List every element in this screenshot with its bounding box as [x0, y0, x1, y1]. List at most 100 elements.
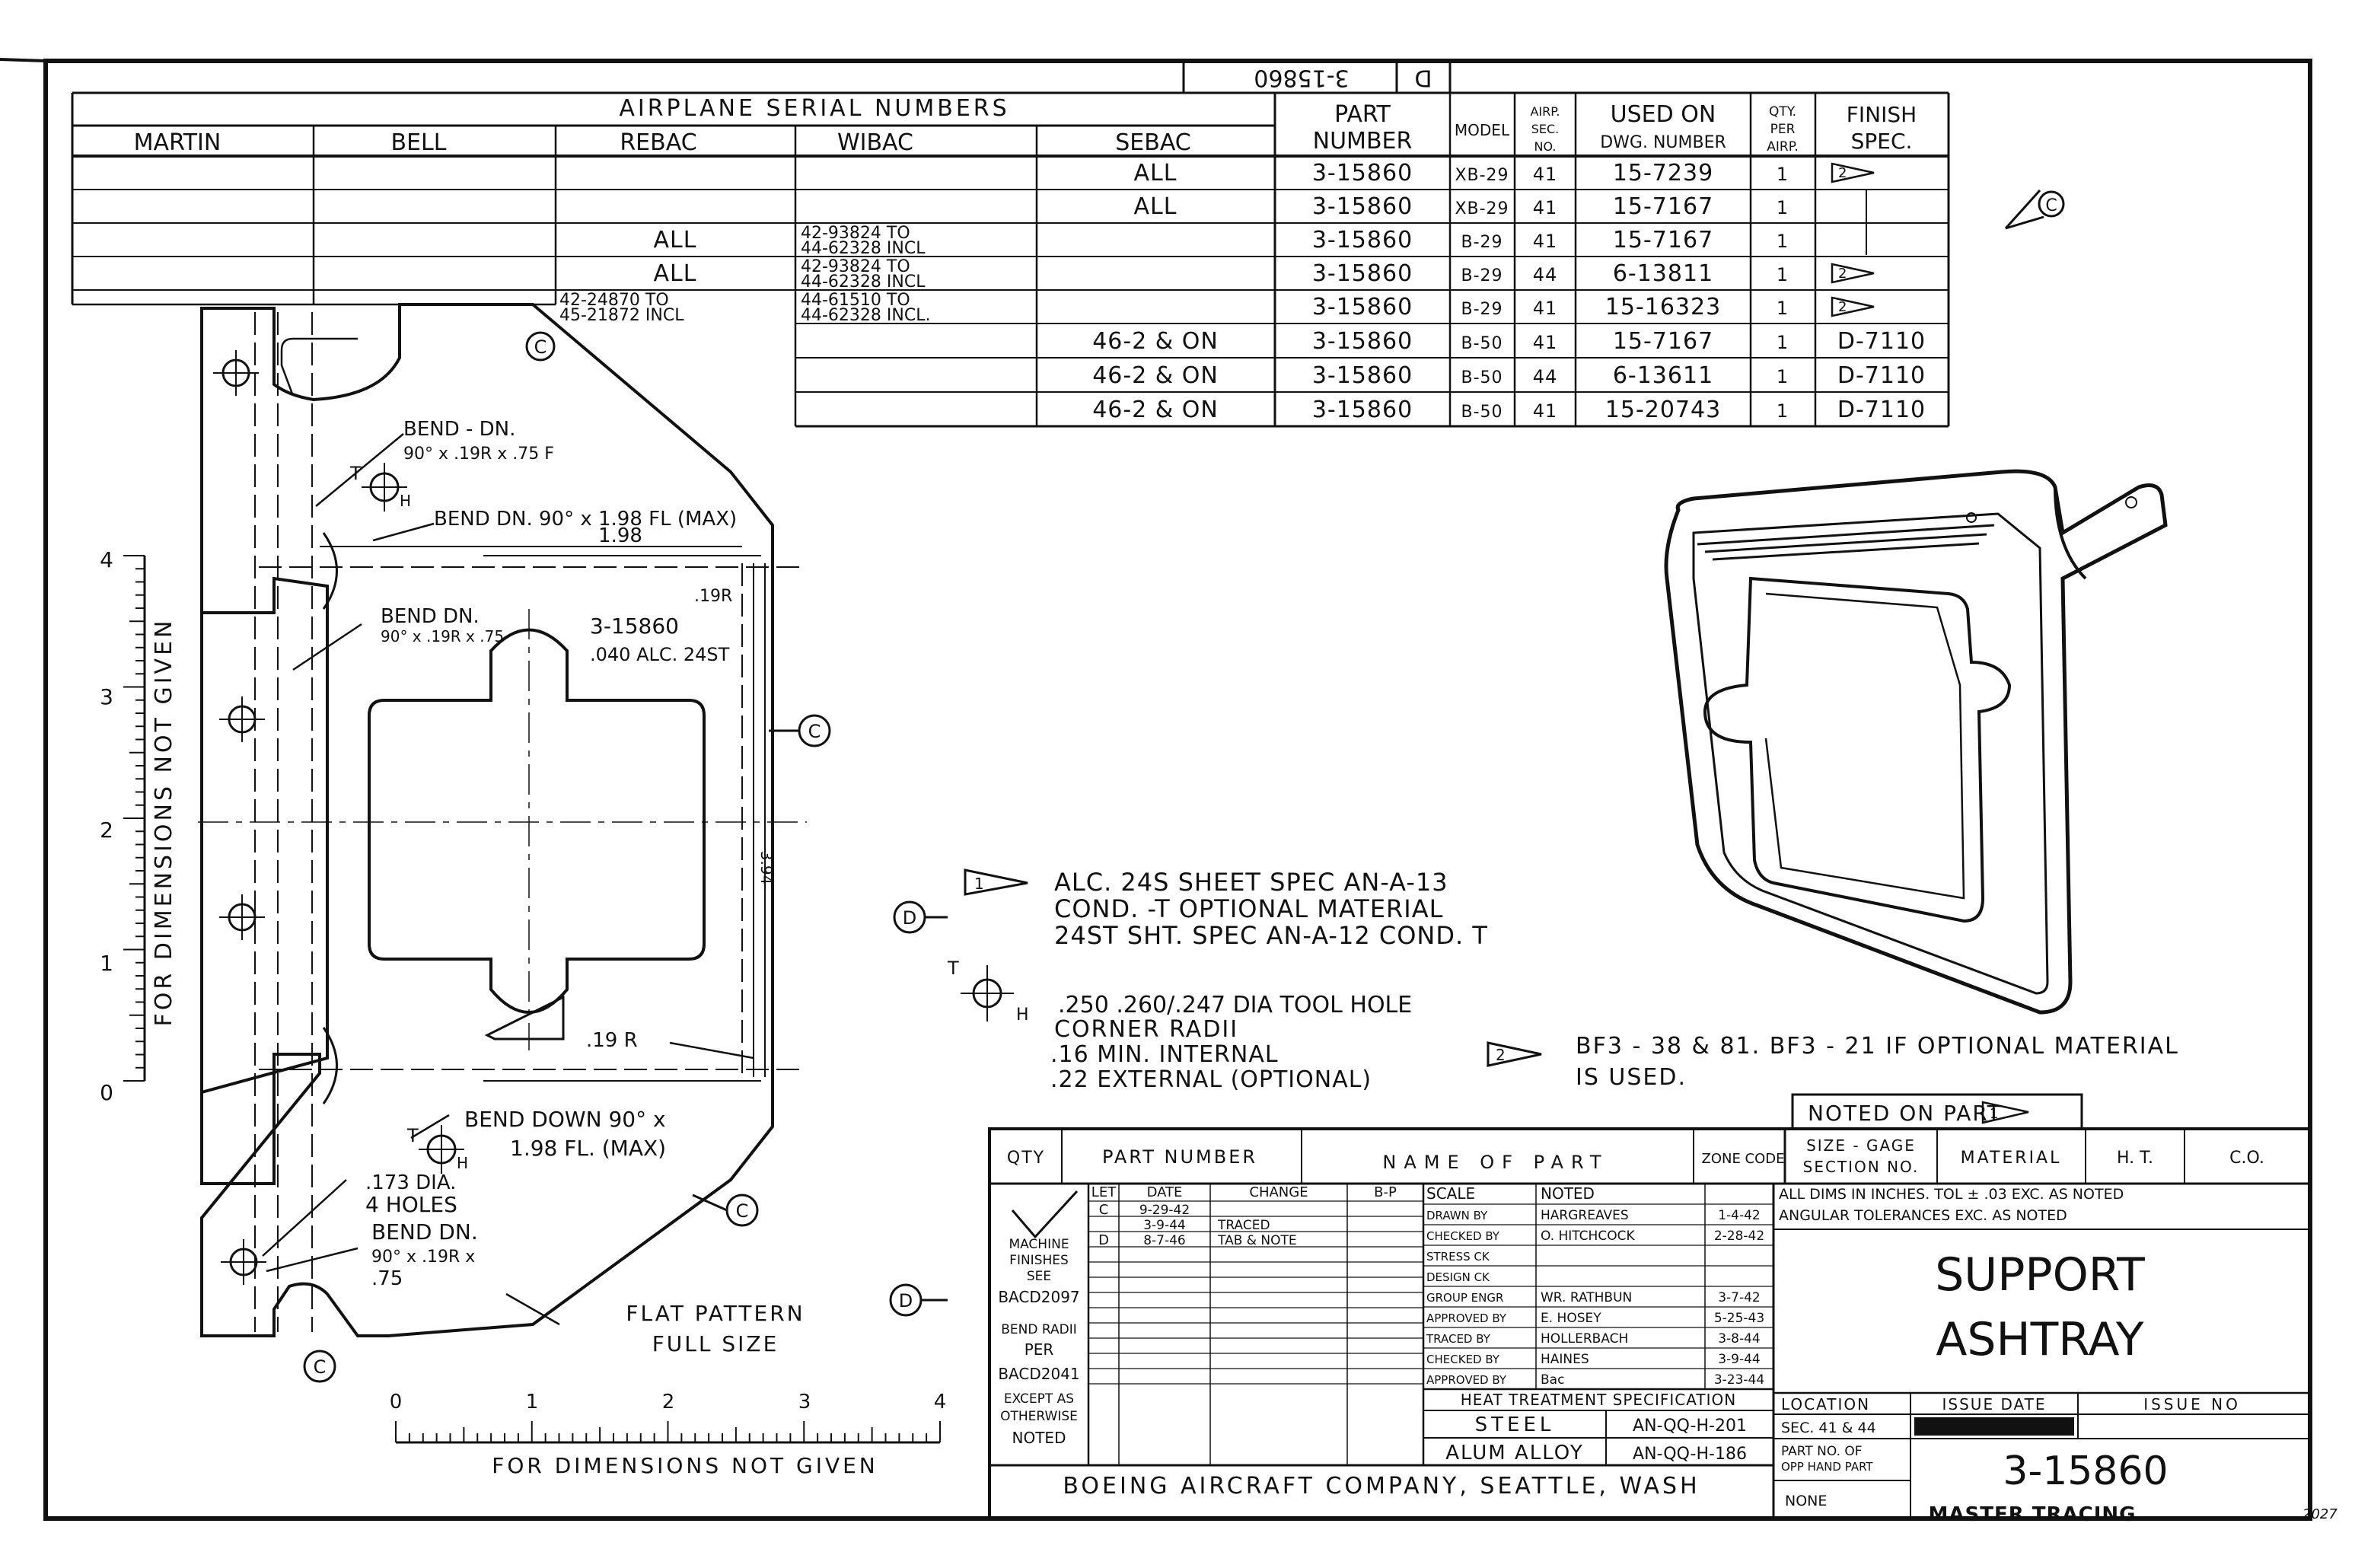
flat-pattern-view: T H T H C C C C BEND - [198, 303, 831, 1383]
master-tracing: MASTER TRACING [1928, 1503, 2136, 1526]
serial-numbers-header: AIRPLANE SERIAL NUMBERS [619, 95, 1009, 122]
serial-cell: 41 [1533, 164, 1558, 185]
serial-cell: 41 [1533, 197, 1558, 218]
serial-cell: D-7110 [1837, 328, 1926, 355]
rev-date: 9-29-42 [1139, 1203, 1190, 1218]
approval-role: STRESS CK [1426, 1250, 1490, 1264]
tool-hole-legend-icon: T H [947, 958, 1029, 1025]
serial-cell: ALL [1134, 160, 1178, 186]
serial-cell: ALL [1134, 193, 1178, 220]
h-tick-2: 2 [662, 1391, 675, 1413]
tb-part-number: PART NUMBER [1102, 1146, 1257, 1168]
col-header-rebac: REBAC [620, 129, 696, 156]
serial-cell: 1 [1777, 366, 1789, 387]
serial-cell: 45-21872 INCL [559, 306, 684, 325]
serial-cell: 6-13611 [1613, 362, 1713, 389]
col-header-used-on-2: DWG. NUMBER [1600, 133, 1726, 152]
radius-bottom: .19 R [586, 1029, 638, 1052]
tool-hole-note-3: .16 MIN. INTERNAL [1050, 1041, 1279, 1068]
serial-cell: D-7110 [1837, 397, 1926, 423]
col-header-bell: BELL [391, 129, 447, 156]
serial-cell: 1 [1777, 400, 1789, 422]
approval-role: APPROVED BY [1426, 1311, 1507, 1325]
bend-note-5b: 90° x .19R x [371, 1248, 475, 1267]
serial-cell: 42-93824 TO [801, 224, 910, 243]
col-header-model: MODEL [1455, 121, 1510, 139]
part-title-line-1: SUPPORT [1935, 1248, 2145, 1302]
serial-cell: 42-24870 TO [559, 291, 669, 310]
serial-cell: XB-29 [1455, 166, 1509, 185]
serial-cell: B-50 [1461, 334, 1503, 353]
except-noted-3: NOTED [1012, 1429, 1066, 1447]
tb-ht: H. T. [2117, 1149, 2153, 1168]
bend-note-4a: BEND DOWN 90° x [464, 1107, 666, 1132]
serial-cell: 1 [1777, 332, 1789, 353]
view-marker-c-table-letter: C [2045, 196, 2057, 215]
approval-date: 3-23-44 [1714, 1372, 1764, 1388]
mount-holes [213, 350, 266, 1285]
issue-no-label: ISSUE NO [2143, 1395, 2241, 1413]
serial-cell: B-29 [1461, 233, 1503, 252]
col-header-airp-sec-2: SEC. [1531, 122, 1560, 136]
serial-cell: 44-62328 INCL [801, 272, 926, 292]
note-2-line-2: IS USED. [1576, 1064, 1687, 1091]
flat-pattern-outline [200, 303, 774, 1337]
serial-cell: 15-7167 [1613, 193, 1713, 220]
approval-role: CHECKED BY [1426, 1229, 1500, 1243]
approval-date: 3-9-44 [1718, 1352, 1761, 1367]
bend-radii-3: BACD2041 [998, 1365, 1079, 1383]
window-cutout [368, 628, 706, 1014]
rev-header-bp: B-P [1374, 1184, 1397, 1200]
issue-date-label: ISSUE DATE [1942, 1395, 2047, 1413]
col-header-part-number-2: NUMBER [1313, 128, 1413, 155]
note-1-line-3: 24ST SHT. SPEC AN-A-12 COND. T [1054, 921, 1488, 950]
approval-role: APPROVED BY [1426, 1373, 1507, 1387]
ht-material-2: ALUM ALLOY [1445, 1442, 1583, 1464]
col-header-used-on-1: USED ON [1611, 101, 1716, 128]
approval-name: HARGREAVES [1541, 1208, 1629, 1223]
serial-cell: 15-7167 [1613, 227, 1713, 253]
serial-cell: 1 [1777, 264, 1789, 285]
approval-date: 1-4-42 [1718, 1208, 1761, 1223]
col-header-martin: MARTIN [134, 129, 221, 156]
h-tick-0: 0 [390, 1391, 403, 1413]
tool-hole-note-1: .250 .260/.247 DIA TOOL HOLE [1058, 992, 1412, 1018]
vertical-scale: FOR DIMENSIONS NOT GIVEN 0 1 2 3 4 [100, 547, 177, 1105]
view-marker-d-1: D [903, 907, 916, 929]
finish-flag-number: 2 [1838, 299, 1847, 315]
tb-name-of-part: NAME OF PART [1382, 1152, 1608, 1173]
approval-date: 2-28-42 [1714, 1229, 1764, 1244]
approval-role: GROUP ENGR [1426, 1291, 1503, 1305]
part-no-opp-1: PART NO. OF [1781, 1444, 1863, 1459]
col-header-airp-sec-1: AIRP. [1530, 104, 1560, 119]
except-noted-1: EXCEPT AS [1004, 1391, 1074, 1407]
drawing-number: 3-15860 [2003, 1448, 2168, 1494]
ht-spec-2: AN-QQ-H-186 [1633, 1445, 1747, 1464]
stamp-number: 3-15860 [1254, 65, 1349, 91]
rev-change: TRACED [1217, 1218, 1270, 1233]
approval-date: 5-25-43 [1714, 1311, 1764, 1326]
machine-finishes-1: MACHINE [1009, 1237, 1069, 1252]
material-label: .040 ALC. 24ST [590, 644, 730, 665]
finish-flag-number: 2 [1838, 165, 1847, 181]
serial-cell: 1 [1777, 197, 1789, 218]
serial-cell: 3-15860 [1312, 328, 1413, 355]
holes-note-b: 4 HOLES [365, 1192, 457, 1217]
svg-text:H: H [400, 492, 411, 510]
serial-cell: ALL [654, 260, 697, 287]
serial-cell: 41 [1533, 298, 1558, 319]
approval-name: HOLLERBACH [1541, 1331, 1628, 1347]
stamp-letter: D [1414, 65, 1432, 91]
serial-cell: 15-20743 [1605, 397, 1721, 423]
tolerance-1: ALL DIMS IN INCHES. TOL ± .03 EXC. AS NO… [1779, 1186, 2124, 1203]
note-flag-1-icon [964, 868, 1028, 896]
approval-name: HAINES [1541, 1352, 1589, 1367]
serial-cell: B-50 [1461, 403, 1503, 422]
col-header-airp-sec-3: NO. [1534, 139, 1557, 154]
col-header-qty-1: QTY. [1769, 104, 1796, 120]
iso-window [1703, 576, 2012, 923]
tb-section-no: SECTION NO. [1803, 1158, 1920, 1176]
svg-text:1: 1 [1990, 1106, 1998, 1122]
